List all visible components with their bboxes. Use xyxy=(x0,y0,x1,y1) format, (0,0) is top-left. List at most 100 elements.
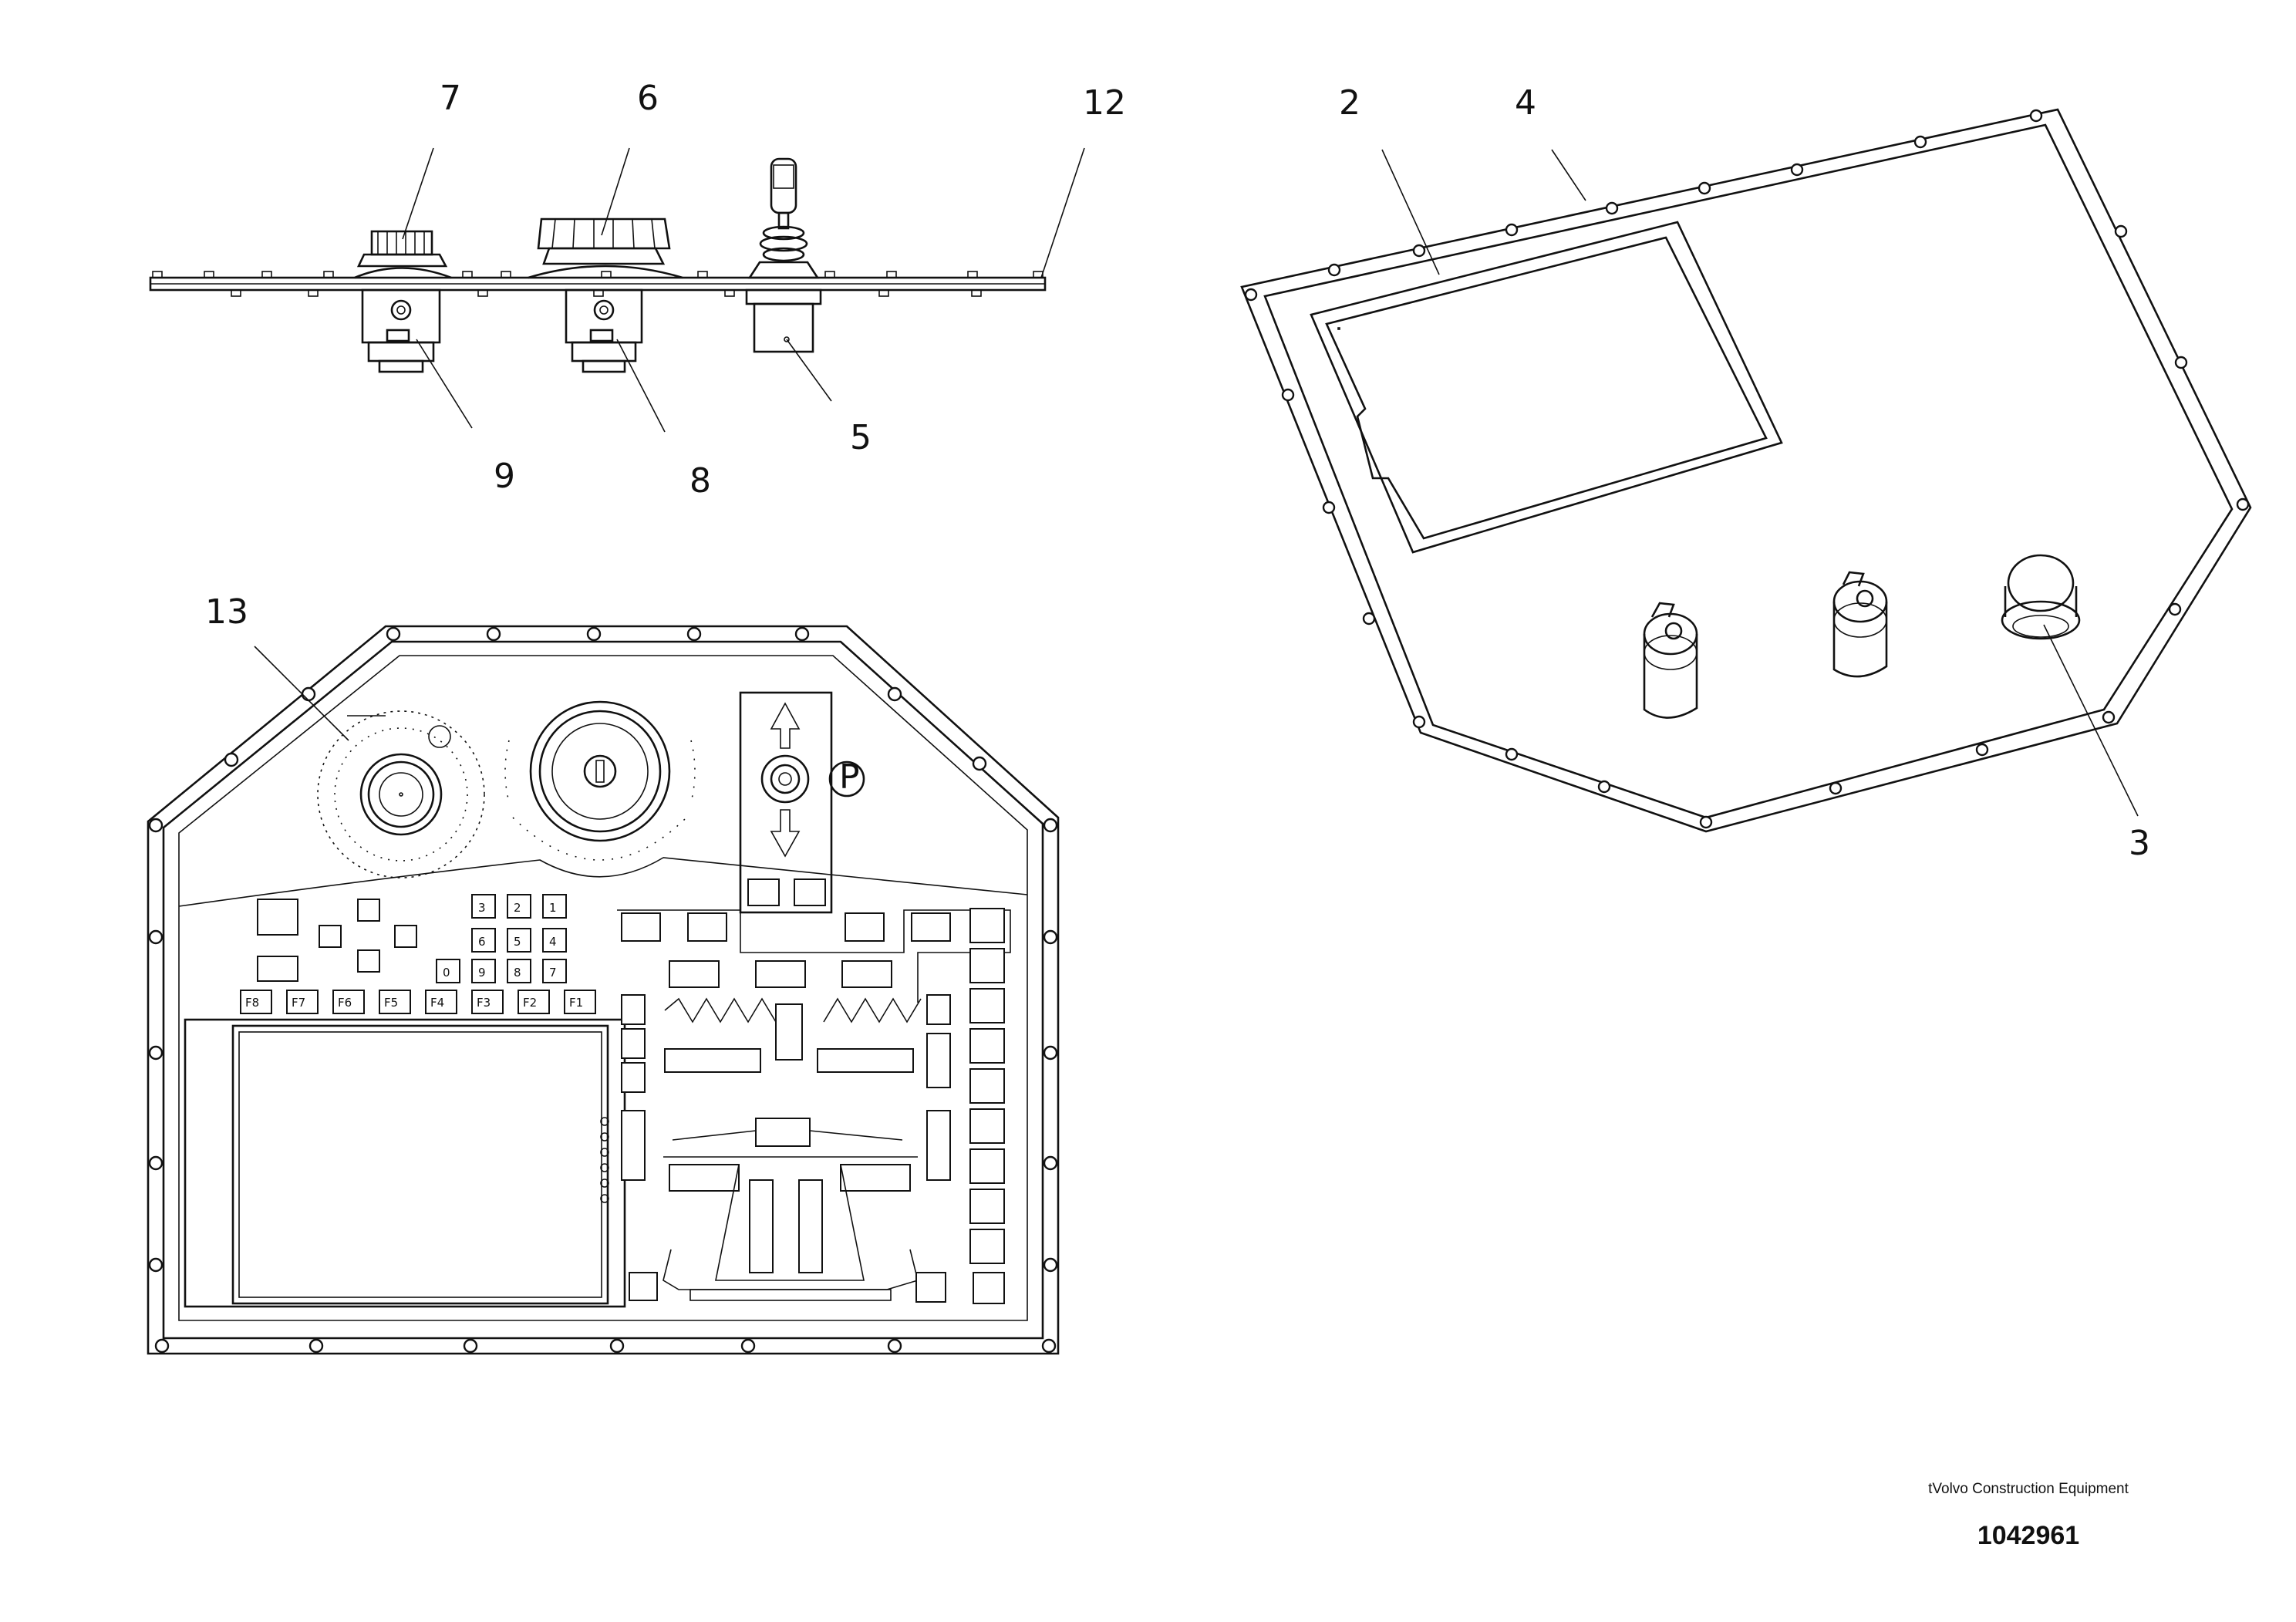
left-side-keys xyxy=(621,994,658,1301)
front-control-panel-part-13 xyxy=(147,625,1060,1355)
conveyor-left-key[interactable] xyxy=(669,960,720,988)
callout-6: 6 xyxy=(637,79,659,118)
large-knob-part-6 xyxy=(528,218,683,373)
leader-lines-side-view xyxy=(402,147,1085,433)
auger-right-in-key[interactable] xyxy=(845,912,885,942)
indicator-lamp xyxy=(969,988,1005,1023)
side-key[interactable] xyxy=(926,1033,951,1088)
front-panel-display xyxy=(184,1018,626,1308)
auger-left-out-key[interactable] xyxy=(621,912,661,942)
arrow-down-key[interactable] xyxy=(357,949,380,973)
callout-labels: 7 6 12 9 8 5 2 4 3 13 xyxy=(205,79,2150,863)
engine-speed-dial xyxy=(317,710,485,878)
screed-center-key[interactable] xyxy=(755,1118,811,1147)
function-key-label: F1 xyxy=(569,996,583,1010)
rotary-switch-left xyxy=(1643,602,1698,719)
toggle-key-button[interactable] xyxy=(257,956,298,982)
function-key-label: F6 xyxy=(338,996,352,1010)
ignition-key-icon[interactable] xyxy=(629,1272,658,1301)
callout-7: 7 xyxy=(440,79,461,118)
screed-right-keys[interactable] xyxy=(817,1048,914,1073)
indicator-lamp-column xyxy=(969,908,1005,1304)
side-key[interactable] xyxy=(621,1028,646,1059)
function-key-label: F3 xyxy=(477,996,491,1010)
leader-lines-cover xyxy=(1381,149,2139,817)
function-key-f6[interactable]: F6 xyxy=(332,990,365,1014)
display-screen-part-2 xyxy=(1310,221,1783,554)
keypad-key-6[interactable]: 6 xyxy=(471,928,496,953)
arrow-up-key[interactable] xyxy=(357,899,380,922)
keypad-key-label: 7 xyxy=(549,966,557,980)
leader-line-13 xyxy=(254,646,349,741)
small-knob-part-7 xyxy=(354,230,452,373)
hopper-right-keys[interactable] xyxy=(798,1179,823,1273)
keypad-key-0[interactable]: 0 xyxy=(436,959,460,983)
conveyor-center-key[interactable] xyxy=(755,960,806,988)
joystick-label: P xyxy=(839,757,860,797)
keypad-key-label: 8 xyxy=(514,966,521,980)
tamper-left-keys[interactable] xyxy=(669,1164,740,1192)
keypad-key-4[interactable]: 4 xyxy=(542,928,567,953)
key-icon-button[interactable] xyxy=(257,899,298,936)
function-key-f7[interactable]: F7 xyxy=(286,990,319,1014)
function-key-f8[interactable]: F8 xyxy=(240,990,272,1014)
keypad-key-9[interactable]: 9 xyxy=(471,959,496,983)
joystick-part-5 xyxy=(745,157,822,353)
hopper-left-keys[interactable] xyxy=(749,1179,774,1273)
function-key-f2[interactable]: F2 xyxy=(518,990,550,1014)
function-key-label: F2 xyxy=(523,996,537,1010)
auger-screed-controls xyxy=(617,909,1011,1301)
footer-drawing-number: 1042961 xyxy=(1977,1521,2080,1550)
keypad-key-1[interactable]: 1 xyxy=(542,894,567,919)
side-key[interactable] xyxy=(621,1062,646,1093)
emergency-key-button[interactable] xyxy=(973,1272,1005,1304)
callout-3: 3 xyxy=(2129,824,2150,863)
keypad-key-2[interactable]: 2 xyxy=(507,894,531,919)
function-key-f5[interactable]: F5 xyxy=(379,990,411,1014)
keypad-key-label: 0 xyxy=(443,966,450,980)
callout-5: 5 xyxy=(850,418,872,457)
auger-right-out-key[interactable] xyxy=(911,912,951,942)
callout-13: 13 xyxy=(205,592,248,632)
indicator-lamp xyxy=(969,1028,1005,1064)
keypad-key-label: 4 xyxy=(549,935,557,949)
callout-8: 8 xyxy=(689,461,711,501)
navigation-keys xyxy=(257,899,417,982)
horn-key[interactable] xyxy=(915,1272,946,1303)
conveyor-right-key[interactable] xyxy=(841,960,892,988)
keypad-key-7[interactable]: 7 xyxy=(542,959,567,983)
indicator-lamp xyxy=(969,948,1005,983)
arrow-left-key[interactable] xyxy=(319,925,342,948)
arrow-right-key[interactable] xyxy=(394,925,417,948)
indicator-lamp xyxy=(969,1189,1005,1224)
indicator-lamp xyxy=(969,1148,1005,1184)
joystick-control-block: P xyxy=(739,691,865,914)
rotary-switch-right xyxy=(1832,571,1888,678)
numeric-keypad: 1 2 3 4 5 6 7 8 xyxy=(436,894,567,983)
screed-lift-key[interactable] xyxy=(775,1003,803,1061)
side-key[interactable] xyxy=(926,994,951,1025)
callout-4: 4 xyxy=(1515,83,1536,123)
keypad-key-label: 5 xyxy=(514,935,521,949)
function-key-label: F5 xyxy=(384,996,398,1010)
keypad-key-label: 2 xyxy=(514,901,521,915)
screed-left-keys[interactable] xyxy=(664,1048,761,1073)
tamper-right-keys[interactable] xyxy=(840,1164,911,1192)
keypad-key-3[interactable]: 3 xyxy=(471,894,496,919)
function-key-label: F4 xyxy=(430,996,444,1010)
auger-left-in-key[interactable] xyxy=(687,912,727,942)
function-key-f4[interactable]: F4 xyxy=(425,990,457,1014)
function-key-f3[interactable]: F3 xyxy=(471,990,504,1014)
function-key-f1[interactable]: F1 xyxy=(564,990,596,1014)
function-key-row: F8 F7 F6 F5 F4 F3 F2 F1 xyxy=(240,990,596,1014)
footer-company: tVolvo Construction Equipment xyxy=(1928,1481,2129,1497)
side-key[interactable] xyxy=(926,1110,951,1181)
side-view-panel xyxy=(149,157,1047,373)
keypad-key-5[interactable]: 5 xyxy=(507,928,531,953)
keypad-key-8[interactable]: 8 xyxy=(507,959,531,983)
right-side-keys xyxy=(915,994,951,1303)
side-key[interactable] xyxy=(621,994,646,1025)
keypad-key-label: 3 xyxy=(478,901,486,915)
keypad-key-label: 6 xyxy=(478,935,486,949)
side-key[interactable] xyxy=(621,1110,646,1181)
